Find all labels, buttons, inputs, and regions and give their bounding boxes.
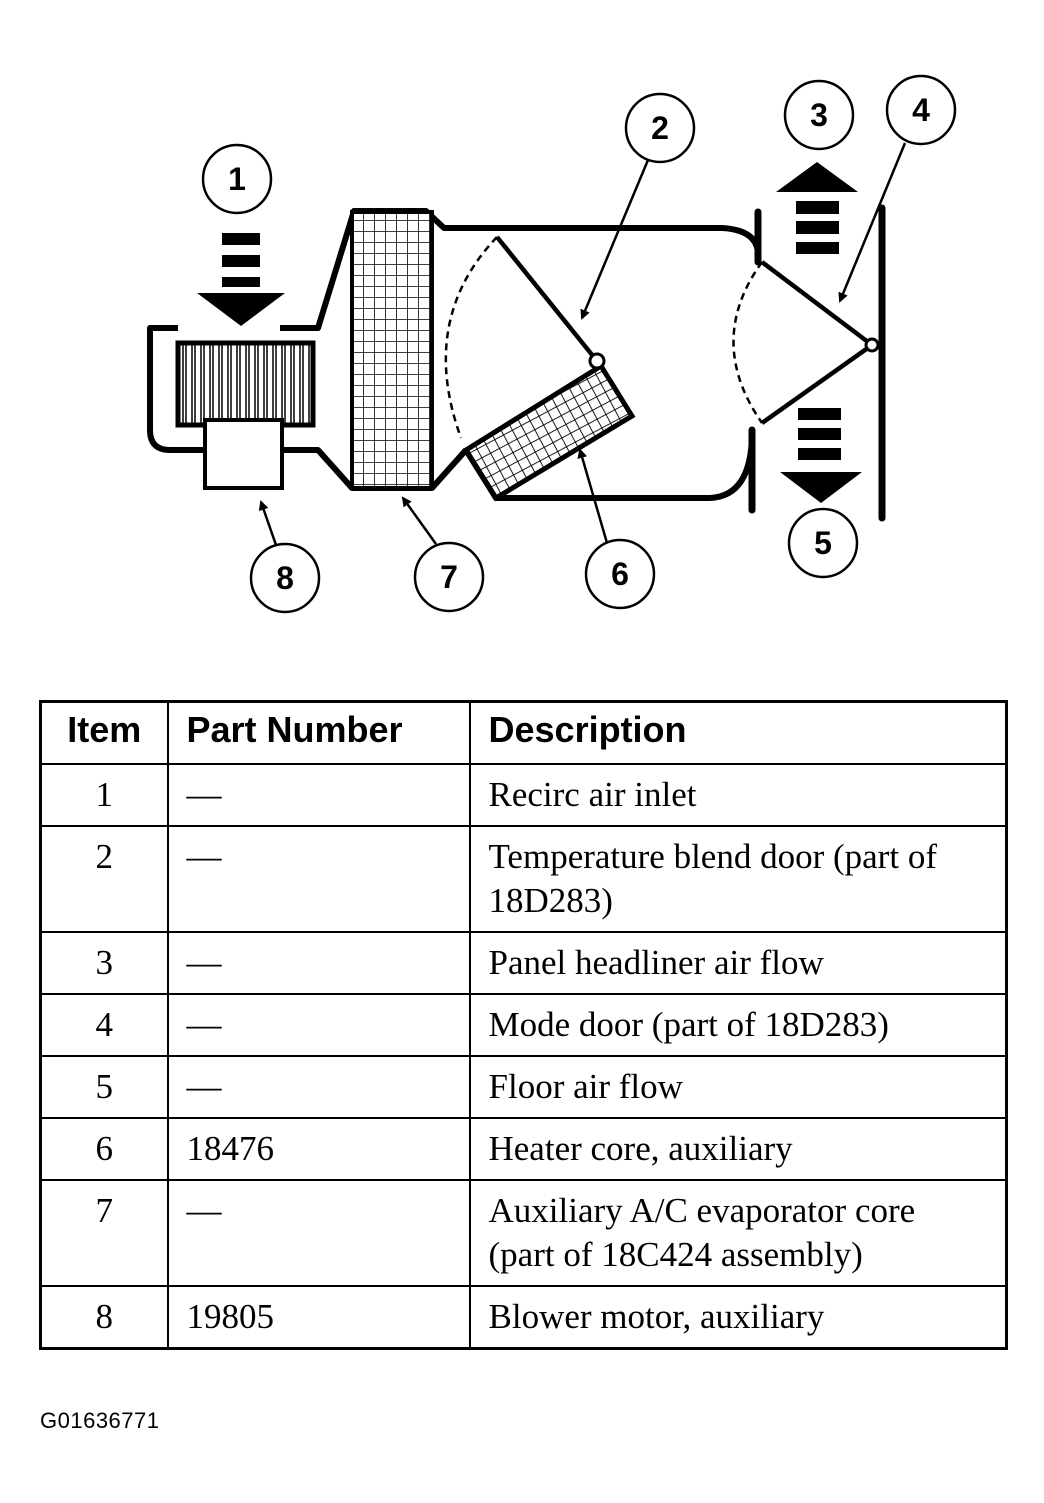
table-row: 2 — Temperature blend door (part of 18D2… (39, 825, 1008, 933)
evaporator-core (350, 210, 434, 490)
cell-item: 8 (39, 1285, 169, 1350)
leader-line-7 (401, 496, 438, 545)
callout-3: 3 (783, 79, 855, 151)
cell-part-number: — (166, 1179, 471, 1287)
parts-table: Item Part Number Description 1 — Recirc … (39, 700, 1008, 1350)
blower-motor (175, 340, 316, 490)
cell-description: Temperature blend door (part of 18D283) (468, 825, 1008, 933)
cell-item: 4 (39, 993, 169, 1057)
table-row: 6 18476 Heater core, auxiliary (39, 1117, 1008, 1181)
svg-text:5: 5 (814, 525, 832, 561)
callout-1: 1 (201, 143, 273, 215)
cell-description: Panel headliner air flow (468, 931, 1008, 995)
cell-part-number: — (166, 825, 471, 933)
callout-8: 8 (249, 542, 321, 614)
callout-4: 4 (885, 74, 957, 146)
svg-text:3: 3 (810, 97, 828, 133)
cell-item: 3 (39, 931, 169, 995)
leader-lines (258, 142, 907, 546)
leader-line-2 (580, 159, 650, 320)
table-row: 7 — Auxiliary A/C evaporator core (part … (39, 1179, 1008, 1287)
cell-description: Mode door (part of 18D283) (468, 993, 1008, 1057)
floor-airflow-arrow (780, 408, 862, 503)
outlet-plate (748, 204, 886, 522)
heater-core (462, 362, 636, 502)
callout-5: 5 (787, 507, 859, 579)
recirc-inlet-arrow (197, 233, 285, 326)
callout-2: 2 (624, 92, 696, 164)
table-header-row: Item Part Number Description (39, 700, 1008, 765)
svg-text:7: 7 (440, 559, 458, 595)
cell-item: 5 (39, 1055, 169, 1119)
cell-item: 6 (39, 1117, 169, 1181)
cell-description: Blower motor, auxiliary (468, 1285, 1008, 1350)
cell-description: Floor air flow (468, 1055, 1008, 1119)
callout-6: 6 (584, 538, 656, 610)
cell-part-number: 18476 (166, 1117, 471, 1181)
leader-line-4 (838, 142, 907, 303)
mode-door (732, 260, 880, 425)
header-description: Description (468, 700, 1008, 765)
table-row: 3 — Panel headliner air flow (39, 931, 1008, 995)
cell-description: Auxiliary A/C evaporator core (part of 1… (468, 1179, 1008, 1287)
figure-id: G01636771 (40, 1408, 160, 1433)
svg-text:1: 1 (228, 161, 246, 197)
svg-text:6: 6 (611, 556, 629, 592)
cell-item: 2 (39, 825, 169, 933)
table-row: 5 — Floor air flow (39, 1055, 1008, 1119)
hvac-airflow-diagram: 1 2 3 4 5 6 7 8 (147, 74, 957, 614)
cell-item: 1 (39, 763, 169, 827)
header-item: Item (39, 700, 169, 765)
cell-description: Heater core, auxiliary (468, 1117, 1008, 1181)
cell-part-number: 19805 (166, 1285, 471, 1350)
svg-text:4: 4 (912, 92, 930, 128)
header-part-number: Part Number (166, 700, 471, 765)
leader-line-6 (577, 448, 609, 544)
cell-description: Recirc air inlet (468, 763, 1008, 827)
cell-part-number: — (166, 931, 471, 995)
cell-part-number: — (166, 763, 471, 827)
leader-line-8 (258, 500, 278, 546)
svg-text:2: 2 (651, 110, 669, 146)
table-row: 1 — Recirc air inlet (39, 763, 1008, 827)
cell-item: 7 (39, 1179, 169, 1287)
svg-text:8: 8 (276, 560, 294, 596)
temperature-blend-door (444, 235, 606, 439)
cell-part-number: — (166, 993, 471, 1057)
cell-part-number: — (166, 1055, 471, 1119)
table-row: 4 — Mode door (part of 18D283) (39, 993, 1008, 1057)
panel-headliner-airflow-arrow (776, 162, 858, 254)
callout-7: 7 (413, 541, 485, 613)
table-row: 8 19805 Blower motor, auxiliary (39, 1285, 1008, 1350)
